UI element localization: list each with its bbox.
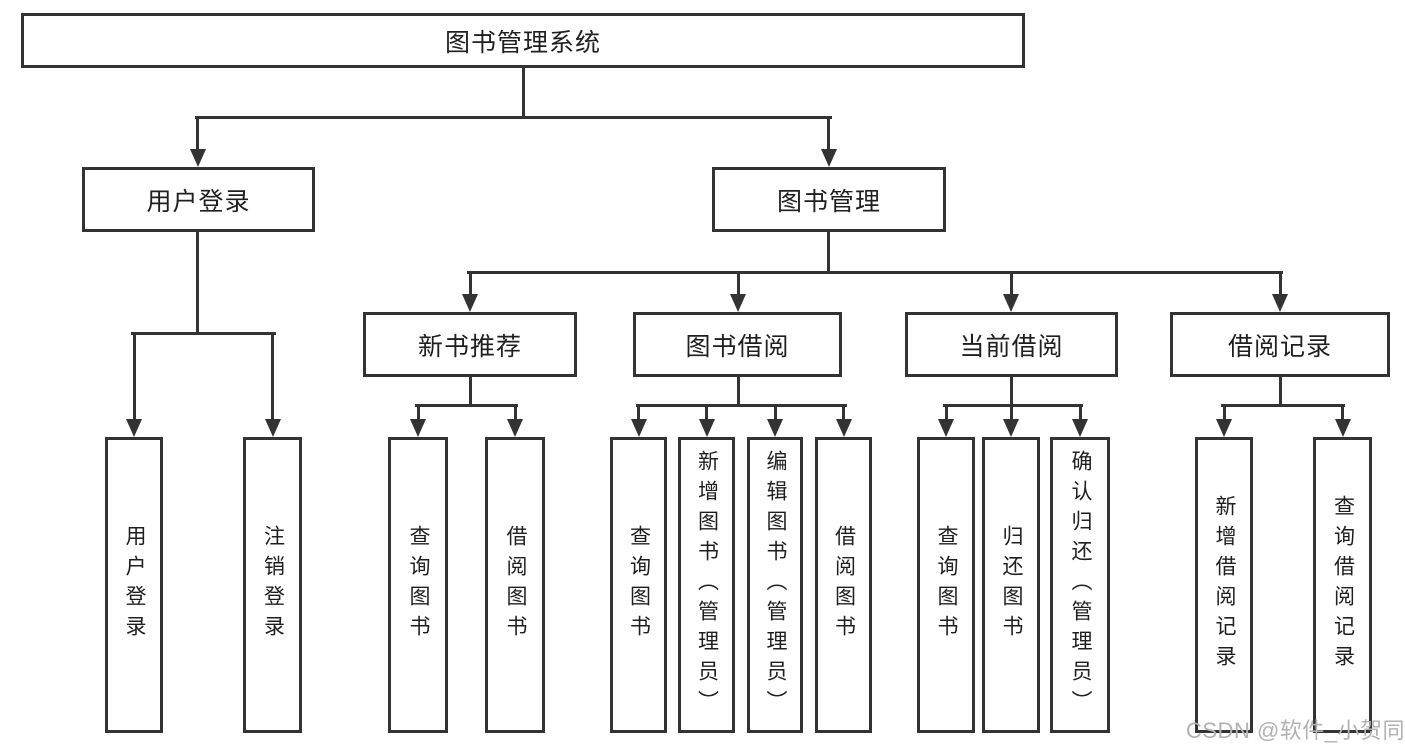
connector-line [635, 404, 847, 407]
connector-line [196, 232, 199, 335]
connector-line [467, 271, 1283, 274]
arrow-down-icon [698, 419, 715, 437]
arrow-down-icon [1072, 419, 1088, 437]
connector-line [194, 116, 832, 119]
connector-line [468, 271, 472, 297]
leaf-query-books-3: 查询图书 [917, 437, 975, 733]
connector-line [1009, 377, 1013, 406]
arrow-down-icon [462, 294, 478, 312]
node-book-management: 图书管理 [712, 167, 946, 232]
arrow-down-icon [730, 294, 746, 312]
arrow-down-icon [189, 149, 206, 167]
arrow-down-icon [126, 419, 142, 437]
node-user-login: 用户登录 [82, 167, 315, 232]
connector-line [521, 68, 525, 117]
arrow-down-icon [1003, 419, 1019, 437]
connector-line [271, 332, 274, 421]
leaf-add-borrow-record: 新增借阅记录 [1195, 437, 1253, 733]
arrow-down-icon [630, 419, 647, 437]
connector-line [1009, 271, 1013, 297]
leaf-query-borrow-record: 查询借阅记录 [1313, 437, 1372, 733]
connector-line [513, 404, 517, 421]
connector-line [1078, 404, 1082, 421]
connector-line [416, 404, 420, 421]
node-new-book-recommend: 新书推荐 [363, 312, 577, 377]
watermark: CSDN @软件_小贺同学 [1186, 718, 1405, 743]
arrow-down-icon [938, 419, 954, 437]
arrow-down-icon [835, 419, 852, 437]
node-root: 图书管理系统 [21, 13, 1025, 68]
node-current-borrowing: 当前借阅 [905, 312, 1118, 377]
connector-line [415, 404, 518, 407]
connector-line [1221, 404, 1345, 407]
arrow-down-icon [1334, 419, 1351, 437]
leaf-edit-book-admin: 编辑图书（管理员） [747, 437, 803, 733]
connector-line [943, 404, 1083, 407]
arrow-down-icon [1003, 294, 1019, 312]
connector-line [1009, 404, 1013, 421]
leaf-user-login: 用户登录 [105, 437, 163, 733]
connector-line [468, 377, 472, 406]
connector-line [1222, 404, 1226, 421]
arrow-down-icon [264, 419, 281, 437]
arrow-down-icon [1272, 294, 1288, 312]
arrow-down-icon [767, 419, 783, 437]
connector-line [1278, 271, 1282, 297]
connector-line [944, 404, 948, 421]
node-book-borrowing: 图书借阅 [633, 312, 842, 377]
connector-line [827, 232, 830, 274]
leaf-borrow-books-2: 借阅图书 [815, 437, 872, 733]
connector-line [1278, 377, 1282, 406]
leaf-add-book-admin: 新增图书（管理员） [678, 437, 735, 733]
connector-line [705, 404, 708, 421]
connector-line [842, 404, 845, 421]
arrow-down-icon [410, 419, 426, 437]
connector-line [196, 116, 199, 152]
connector-line [1341, 404, 1344, 421]
leaf-logout: 注销登录 [243, 437, 302, 733]
leaf-borrow-books-1: 借阅图书 [485, 437, 545, 733]
connector-line [736, 377, 740, 406]
arrow-down-icon [820, 149, 837, 167]
node-borrowing-records: 借阅记录 [1170, 312, 1390, 377]
leaf-query-books-2: 查询图书 [610, 437, 667, 733]
connector-line [132, 332, 136, 421]
arrow-down-icon [507, 419, 523, 437]
arrow-down-icon [1216, 419, 1232, 437]
connector-line [827, 116, 830, 152]
leaf-return-book: 归还图书 [982, 437, 1040, 733]
connector-line [736, 271, 740, 297]
connector-line [773, 404, 777, 421]
leaf-query-books-1: 查询图书 [388, 437, 448, 733]
connector-line [637, 404, 640, 421]
connector-line [131, 332, 276, 335]
leaf-confirm-return-admin: 确认归还（管理员） [1050, 437, 1110, 733]
